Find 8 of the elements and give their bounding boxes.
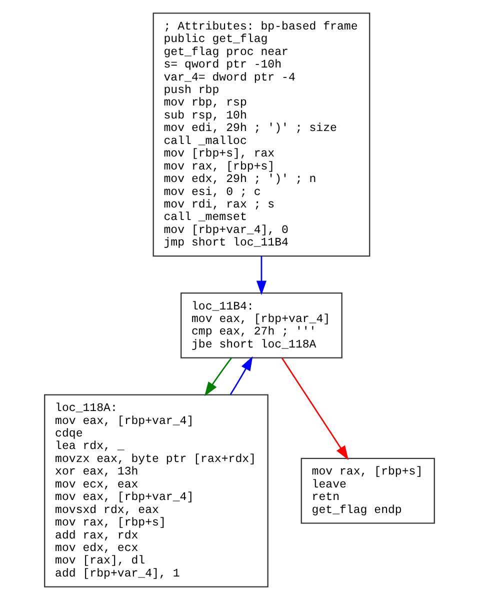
node-box: loc_118A: mov eax, [rbp+var_4] cdqe lea rdx, _ movzx eax, byte ptr [rax+rdx] xor eax, 13h mov ecx, eax mov eax, [rbp+var_4] movsxd rdx, eax mov rax, [rbp+s] add rax, rdx mov edx, ecx mov [rax], dl add [rbp+var_4], 1: [44, 394, 268, 588]
arrow: [230, 356, 253, 395]
node-box: ; Attributes: bp-based frame public get_flag get_flag proc near s= qword ptr -10h var_4= dword ptr -4 push rbp mov rbp, rsp sub rsp, 10h mov edi, 29h ; ')' ; size call _malloc mov [rbp+s], rax mov rax, [rbp+s] mov edx, 29h ; ')' ; n mov esi, 0 ; c mov rdi, rax ; s call _memset mov [rbp+var_4], 0 jmp short loc_11B4: [152, 12, 370, 257]
arrow: [204, 358, 232, 396]
arrow: [256, 256, 266, 296]
arrow: [281, 358, 349, 460]
node-box: loc_11B4: mov eax, [rbp+var_4] cmp eax, 27h ; ''' jbe short loc_118A: [180, 292, 342, 358]
node-box: mov rax, [rbp+s] leave retn get_flag endp: [300, 458, 435, 524]
